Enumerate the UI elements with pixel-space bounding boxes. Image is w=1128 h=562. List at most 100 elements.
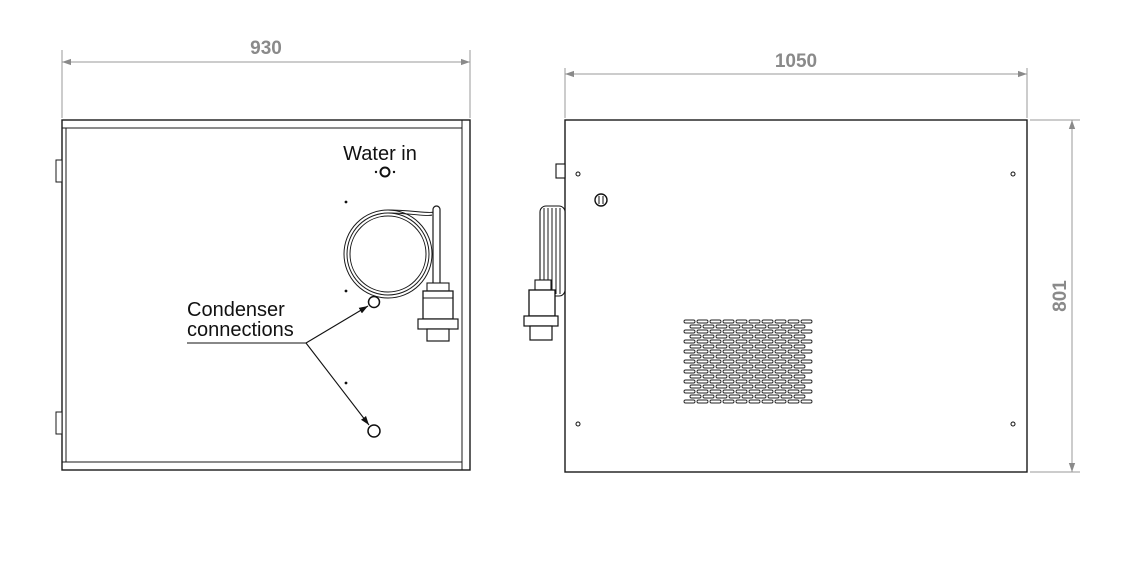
grille-slot <box>709 389 722 394</box>
grille-slot <box>754 334 767 339</box>
grille-slot <box>715 364 728 369</box>
grille-slot <box>722 329 735 334</box>
grille-slot <box>754 374 767 379</box>
grille-slot <box>793 364 806 369</box>
grille-slot <box>774 379 787 384</box>
water-in-port <box>379 166 391 178</box>
grille-slot <box>702 394 715 399</box>
grille-slot <box>735 349 748 354</box>
grille-slot <box>761 319 774 324</box>
water-in-fitting-side <box>555 163 566 179</box>
grille-slot <box>728 394 741 399</box>
grille-slot <box>709 369 722 374</box>
grille-slot <box>780 354 793 359</box>
grille-slot <box>735 339 748 344</box>
grille-slot <box>702 354 715 359</box>
grille-slot <box>793 394 806 399</box>
grille-slot <box>748 339 761 344</box>
grille-slot <box>741 374 754 379</box>
grille-slot <box>715 394 728 399</box>
width-dimension: 930 <box>61 38 471 118</box>
grille-slot <box>761 329 774 334</box>
grille-slot <box>787 349 800 354</box>
grille-slot <box>787 359 800 364</box>
grille-slot <box>793 384 806 389</box>
grille-slot <box>780 334 793 339</box>
grille-slot <box>754 364 767 369</box>
side-knob <box>594 193 608 207</box>
grille-slot <box>722 349 735 354</box>
grille-slot <box>735 359 748 364</box>
grille-slot <box>774 329 787 334</box>
grille-slot <box>754 344 767 349</box>
grille-slot <box>683 349 696 354</box>
grille-slot <box>689 324 702 329</box>
grille-slot <box>787 319 800 324</box>
grille-slot <box>748 319 761 324</box>
grille-slot <box>722 399 735 404</box>
hinge-bottom <box>55 411 63 435</box>
grille-slot <box>722 389 735 394</box>
grille-slot <box>767 374 780 379</box>
grille-slot <box>761 369 774 374</box>
water-in-connection: Water in <box>343 143 417 178</box>
grille-slot <box>696 349 709 354</box>
grille-slot <box>767 324 780 329</box>
grille-slot <box>774 349 787 354</box>
grille-slot <box>735 369 748 374</box>
grille-slot <box>800 379 813 384</box>
grille-slot <box>689 344 702 349</box>
ventilation-grille <box>683 319 813 404</box>
side-capillary-connector <box>523 205 566 341</box>
grille-slot <box>702 334 715 339</box>
grille-slot <box>735 399 748 404</box>
side-view: 1050 801 <box>523 51 1080 473</box>
grille-slot <box>702 324 715 329</box>
grille-slot <box>793 374 806 379</box>
condenser-port-lower <box>367 424 381 438</box>
grille-slot <box>722 339 735 344</box>
grille-slot <box>748 329 761 334</box>
water-in-label: Water in <box>343 143 417 165</box>
grille-slot <box>709 319 722 324</box>
grille-slot <box>728 324 741 329</box>
grille-slot <box>774 359 787 364</box>
grille-slot <box>761 349 774 354</box>
grille-slot <box>683 329 696 334</box>
condenser-label-line1: Condenser <box>187 299 285 321</box>
grille-slot <box>741 354 754 359</box>
grille-slot <box>767 354 780 359</box>
grille-slot <box>741 334 754 339</box>
grille-slot <box>800 329 813 334</box>
grille-slot <box>754 394 767 399</box>
grille-slot <box>689 394 702 399</box>
grille-slot <box>800 349 813 354</box>
front-view: 930 Water in <box>55 38 471 471</box>
grille-slot <box>696 369 709 374</box>
grille-slot <box>722 359 735 364</box>
grille-slot <box>735 379 748 384</box>
grille-slot <box>780 344 793 349</box>
grille-slot <box>696 379 709 384</box>
grille-slot <box>787 399 800 404</box>
grille-slot <box>780 374 793 379</box>
depth-dimension: 1050 <box>564 51 1028 118</box>
grille-slot <box>696 399 709 404</box>
grille-slot <box>715 334 728 339</box>
grille-slot <box>683 359 696 364</box>
grille-slot <box>683 339 696 344</box>
grille-slot <box>696 319 709 324</box>
grille-slot <box>787 389 800 394</box>
height-dimension-label: 801 <box>1050 280 1071 312</box>
hinge-top <box>55 159 63 183</box>
grille-slot <box>702 364 715 369</box>
grille-slot <box>761 389 774 394</box>
grille-slot <box>709 379 722 384</box>
grille-slot <box>689 384 702 389</box>
grille-slot <box>728 364 741 369</box>
grille-slot <box>793 344 806 349</box>
grille-slot <box>735 329 748 334</box>
grille-slot <box>800 319 813 324</box>
grille-slot <box>689 374 702 379</box>
grille-slot <box>793 324 806 329</box>
